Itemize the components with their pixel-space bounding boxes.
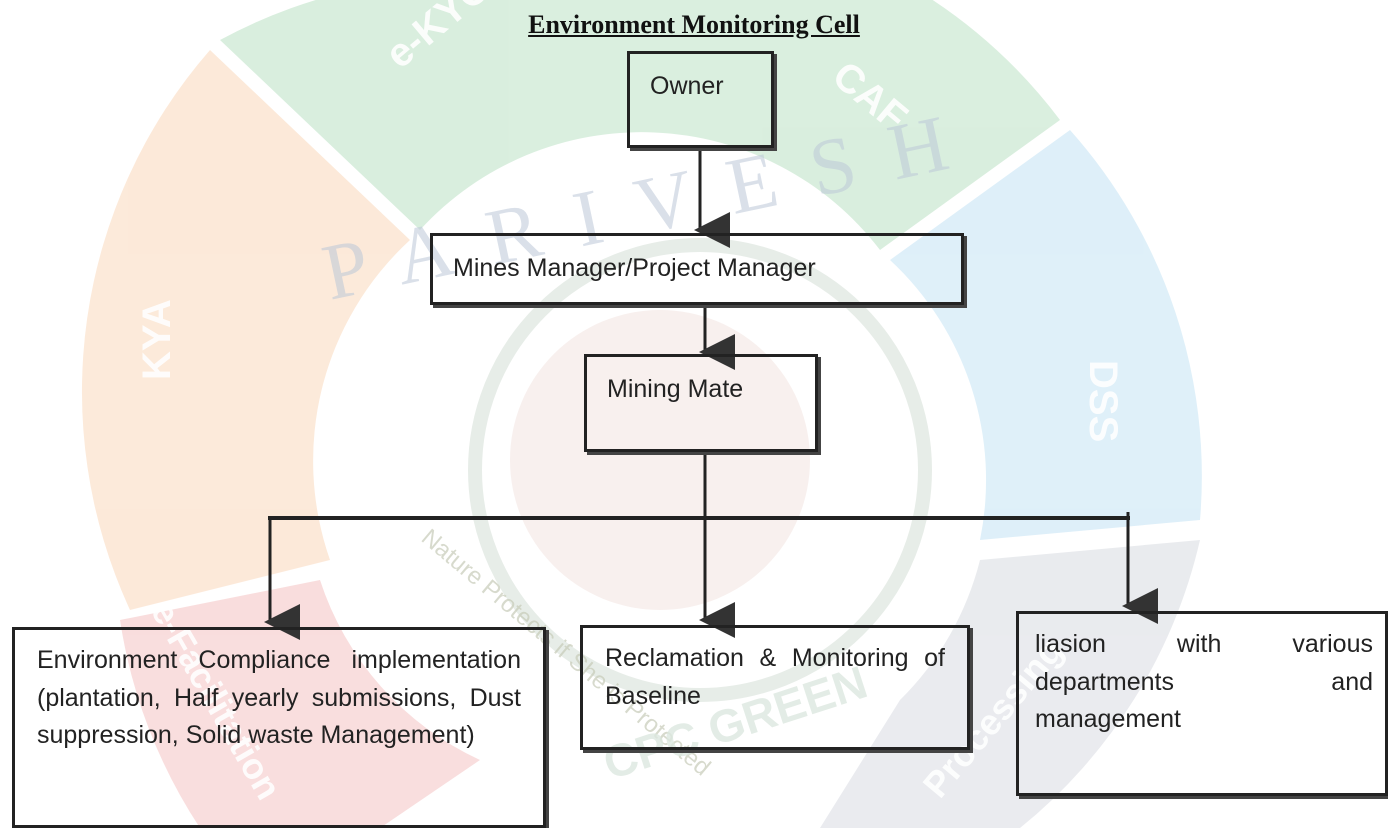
node-environment-compliance: Environment Compliance implementation (p…: [12, 627, 546, 828]
node-owner: Owner: [627, 51, 774, 148]
node-reclamation: Reclamation & Monitoring of Baseline: [580, 625, 970, 750]
node-liaison: liasion with various departments and man…: [1016, 611, 1388, 796]
node-reclamation-label: Reclamation & Monitoring of Baseline: [605, 644, 945, 710]
node-environment-compliance-label: Environment Compliance implementation (p…: [37, 646, 521, 749]
watermark-blue-segment: [890, 130, 1202, 540]
watermark-label-kya: KYA: [135, 299, 179, 380]
node-mines-manager: Mines Manager/Project Manager: [430, 233, 964, 305]
node-owner-label: Owner: [650, 72, 724, 100]
watermark-green-segment: [220, 0, 1060, 250]
node-mining-mate: Mining Mate: [584, 354, 818, 452]
watermark-orange-segment: [81, 50, 411, 610]
node-mines-manager-label: Mines Manager/Project Manager: [453, 254, 816, 282]
diagram-title: Environment Monitoring Cell: [528, 10, 860, 39]
node-liaison-label: liasion with various departments and man…: [1035, 630, 1373, 733]
watermark-red-segment: [120, 580, 480, 828]
watermark-label-dss: DSS: [1081, 360, 1125, 442]
node-mining-mate-label: Mining Mate: [607, 375, 744, 403]
